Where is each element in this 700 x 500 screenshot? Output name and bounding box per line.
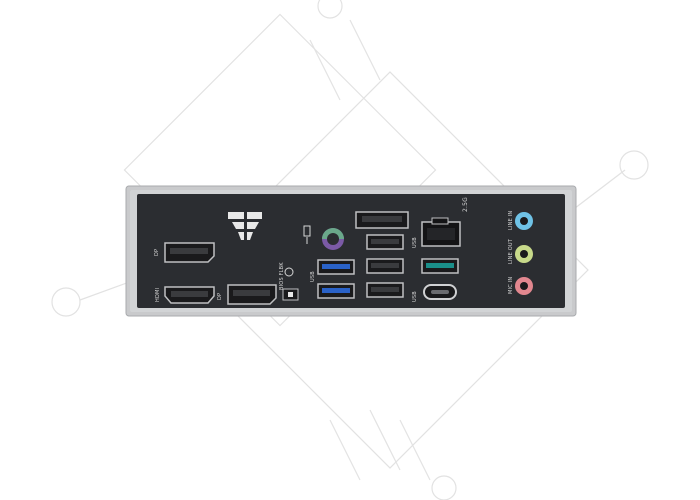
ps2-icon — [303, 225, 311, 244]
lan-speed-label: 2.5G — [462, 197, 469, 212]
displayport-lower[interactable] — [227, 284, 277, 305]
usb-lower-label: USB — [412, 237, 418, 248]
line-out-jack[interactable] — [515, 245, 533, 263]
watermark-line — [369, 409, 401, 471]
watermark-circle — [431, 475, 457, 500]
watermark-line — [349, 19, 381, 81]
watermark-line — [309, 39, 341, 101]
usb2-port-4[interactable] — [366, 282, 404, 298]
watermark-line — [399, 419, 431, 481]
watermark-circle — [51, 287, 81, 317]
dp-upper-label: DP — [154, 248, 160, 256]
usb-c-label: USB — [412, 291, 418, 302]
watermark-line — [329, 419, 361, 481]
line-out-label: LINE OUT — [508, 239, 514, 264]
hdmi-port[interactable] — [164, 286, 215, 304]
mic-in-label: MIC IN — [508, 276, 514, 294]
lan-port[interactable] — [421, 217, 461, 247]
usb-teal-port[interactable] — [421, 258, 459, 274]
usb-c-port[interactable] — [423, 284, 457, 300]
usb2-port-3[interactable] — [366, 258, 404, 274]
mic-in-jack[interactable] — [515, 277, 533, 295]
watermark-pattern — [51, 0, 649, 500]
line-in-jack[interactable] — [515, 212, 533, 230]
brand-logo-icon — [228, 212, 262, 240]
bios-flashback-button[interactable] — [282, 267, 299, 301]
dp-lower-label: DP — [217, 292, 223, 300]
ps2-port[interactable] — [322, 228, 344, 250]
usb-upper-label: USB — [310, 271, 316, 282]
watermark-circle — [619, 150, 649, 180]
line-in-label: LINE IN — [508, 210, 514, 230]
watermark-square-1 — [191, 71, 589, 469]
usb3-port-upper[interactable] — [317, 259, 355, 275]
displayport-upper[interactable] — [164, 242, 215, 263]
watermark-circle — [317, 0, 343, 19]
bios-flashback-label: BIOS FLBK — [279, 262, 285, 290]
usb3-port-lower[interactable] — [317, 283, 355, 299]
usb2-port-1[interactable] — [355, 211, 409, 229]
usb2-port-2[interactable] — [366, 234, 404, 250]
hdmi-label: HDMI — [155, 287, 161, 302]
